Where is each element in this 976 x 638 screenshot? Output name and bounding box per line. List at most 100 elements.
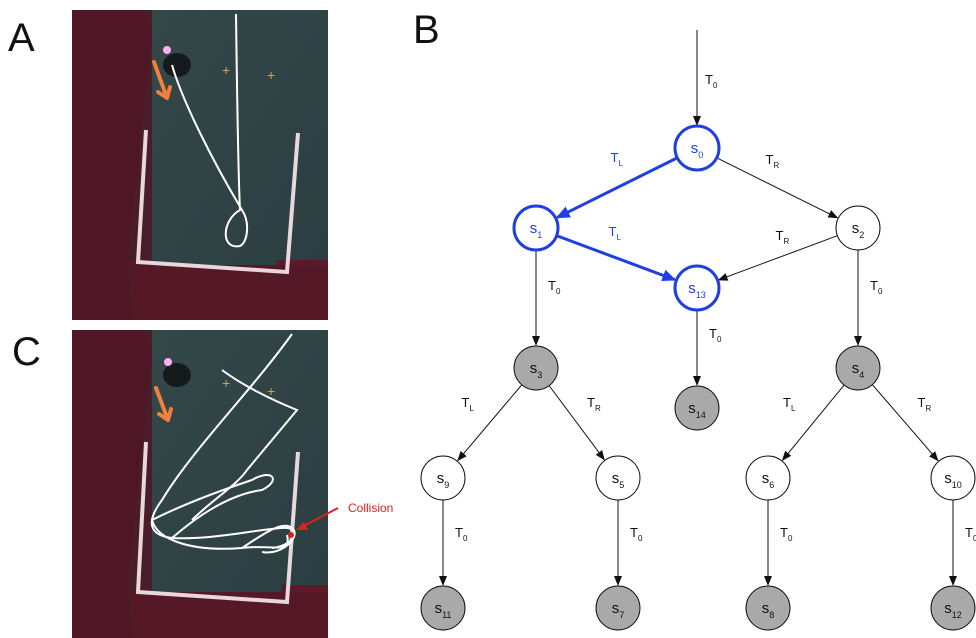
node-circle-s4	[835, 345, 881, 391]
edge-label-s2-s13: TR	[776, 228, 790, 246]
node-label-s3-sub: 3	[537, 370, 542, 380]
node-circle-s1	[512, 204, 560, 252]
wall-barrier	[135, 129, 300, 275]
node-circle-s12	[930, 585, 976, 631]
node-label-s12: s12	[944, 600, 962, 620]
node-s6: s6	[745, 455, 791, 501]
edge-label-s3-s5: TR	[587, 395, 601, 413]
node-label-s5: s5	[612, 470, 625, 490]
node-label-s14-sub: 14	[696, 410, 706, 420]
edge-s3-s5	[548, 385, 605, 461]
robot-body	[163, 53, 191, 77]
edge-label-s1-s13-main: T	[609, 224, 617, 239]
entry-edge-label-main: T	[705, 72, 713, 87]
node-s2: s2	[835, 205, 881, 251]
node-s7: s7	[595, 585, 641, 631]
edge-label-s0-s2-sub: R	[773, 161, 779, 170]
edge-label-s0-s2: TR	[766, 152, 780, 170]
node-label-s13: s13	[688, 280, 706, 300]
node-label-s13-main: s	[688, 280, 696, 297]
node-label-s5-main: s	[612, 470, 620, 487]
edge-label-s3-s9-sub: L	[469, 404, 474, 413]
edge-label-s3-s9: TL	[462, 395, 475, 413]
wall-barrier	[135, 441, 300, 605]
node-circle-s8	[745, 585, 791, 631]
node-circle-s5	[595, 455, 641, 501]
collision-arrowhead-icon	[296, 522, 308, 530]
node-label-s7-main: s	[612, 600, 620, 617]
node-label-s12-sub: 12	[952, 610, 962, 620]
edge-label-s0-s1-main: T	[611, 150, 619, 165]
node-circle-s0	[673, 124, 721, 172]
edge-label-s2-s13-main: T	[776, 228, 784, 243]
node-label-s0-sub: 0	[698, 150, 703, 160]
edge-label-s4-s10-sub: R	[925, 404, 931, 413]
node-s11: s11	[420, 585, 466, 631]
node-circle-s9	[420, 455, 466, 501]
edge-label-s3-s5-main: T	[587, 395, 595, 410]
panel-label-a: A	[8, 16, 35, 60]
edge-label-s1-s3: T0	[548, 278, 561, 296]
node-label-s6-main: s	[762, 470, 770, 487]
node-label-s6-sub: 6	[769, 480, 774, 490]
edge-label-s0-s1: TL	[611, 150, 624, 168]
node-label-s1: s1	[530, 220, 543, 240]
node-label-s7-sub: 7	[619, 610, 624, 620]
node-label-s5-sub: 5	[619, 480, 624, 490]
plus-mark-icon: +	[267, 67, 275, 83]
edge-label-s2-s13-sub: R	[783, 237, 789, 246]
node-label-s7: s7	[612, 600, 625, 620]
node-label-s14: s14	[688, 400, 706, 420]
entry-edge-label: T0	[705, 72, 718, 90]
node-label-s0-main: s	[691, 140, 699, 157]
collision-label: Collision	[348, 501, 394, 515]
edge-label-s9-s11: T0	[455, 525, 468, 543]
edge-s4-s6	[781, 384, 845, 461]
node-label-s1-sub: 1	[537, 230, 542, 240]
node-label-s4-sub: 4	[859, 370, 864, 380]
node-label-s11-main: s	[435, 600, 443, 617]
edge-label-s10-s12-sub: 0	[973, 534, 976, 543]
node-label-s11-sub: 11	[442, 610, 451, 620]
edge-label-s9-s11-sub: 0	[463, 534, 468, 543]
edge-s3-s9	[457, 384, 523, 462]
edge-label-s4-s6: TL	[783, 395, 796, 413]
carpet-bottom	[132, 265, 328, 320]
plus-mark-icon: +	[222, 375, 230, 391]
robot-trajectory	[150, 333, 299, 554]
node-label-s13-sub: 13	[696, 290, 706, 300]
edge-label-s0-s1-sub: L	[618, 159, 623, 168]
edge-s4-s10	[872, 384, 939, 462]
edge-label-s5-s7: T0	[630, 525, 643, 543]
collision-annotation	[296, 507, 339, 530]
arena-mat	[127, 10, 328, 320]
edge-s0-s1	[555, 156, 678, 219]
node-label-s9: s9	[437, 470, 450, 490]
node-circle-s10	[930, 455, 976, 501]
direction-arrow-icon	[154, 386, 173, 422]
arena-mat	[127, 330, 328, 638]
node-label-s8-main: s	[762, 600, 770, 617]
robot-led	[163, 46, 171, 54]
node-s8: s8	[745, 585, 791, 631]
node-s10: s10	[930, 455, 976, 501]
edge-label-s6-s8-main: T	[780, 525, 788, 540]
photo-a: + +	[72, 10, 328, 320]
node-label-s10-main: s	[944, 470, 952, 487]
node-label-s10-sub: 10	[952, 480, 962, 490]
edge-label-s2-s4-main: T	[870, 278, 878, 293]
edge-label-s3-s9-main: T	[462, 395, 470, 410]
robot-led	[164, 358, 172, 366]
edge-label-s10-s12: T0	[965, 525, 976, 543]
photo-c: + +	[72, 330, 328, 638]
node-circle-s2	[835, 205, 881, 251]
node-label-s14-main: s	[688, 400, 696, 417]
edge-label-s2-s4: T0	[870, 278, 883, 296]
node-s1: s1	[512, 204, 560, 252]
photo-a-image: + +	[72, 10, 328, 320]
node-label-s2-sub: 2	[859, 230, 864, 240]
node-label-s12-main: s	[944, 600, 952, 617]
node-s9: s9	[420, 455, 466, 501]
